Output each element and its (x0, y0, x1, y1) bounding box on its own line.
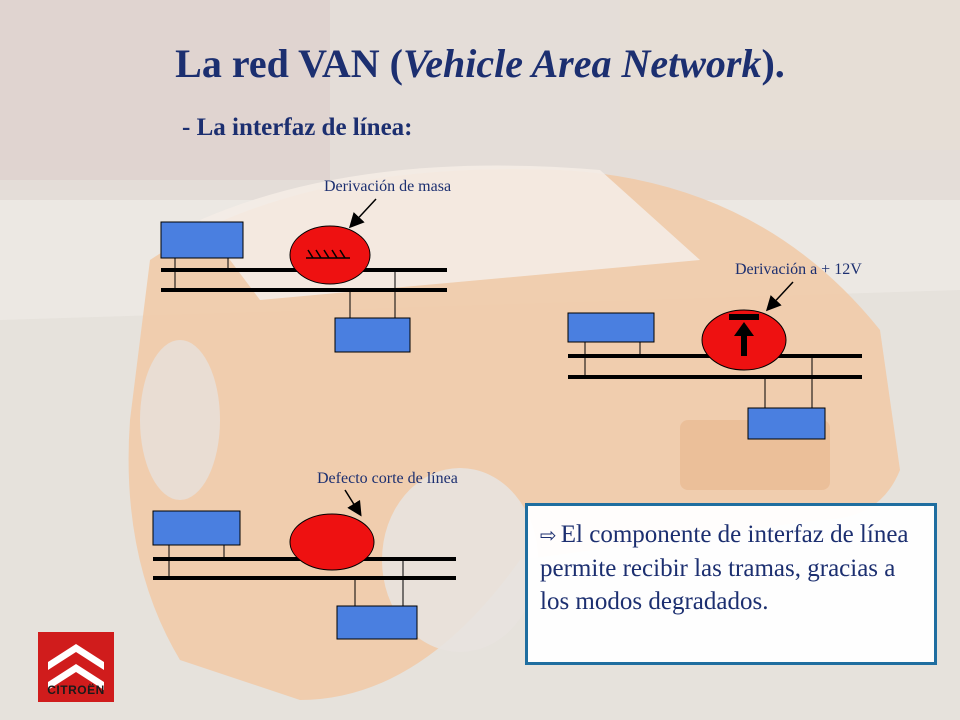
cut-gap (318, 555, 346, 563)
fault-ellipse (289, 225, 371, 285)
page-title: La red VAN (Vehicle Area Network). (175, 41, 785, 86)
module-box (160, 221, 244, 259)
pointer-arrow (765, 281, 794, 312)
module-box (152, 510, 241, 546)
info-text: El componente de interfaz de línea permi… (540, 521, 909, 615)
plus12v-derivation-diagram (567, 281, 862, 440)
supply-symbol-icon (729, 314, 759, 356)
plus12v-derivation-label: Derivación a + 12V (735, 261, 862, 278)
page-subtitle: - La interfaz de línea: (182, 114, 413, 141)
line-cut-label: Defecto corte de línea (317, 470, 458, 487)
fault-ellipse (289, 513, 375, 571)
double-chevron-icon (38, 632, 114, 702)
ground-symbol-icon (306, 249, 350, 259)
ground-derivation-label: Derivación de masa (324, 178, 452, 195)
brand-logo-text: CITROËN (47, 683, 105, 697)
line-cut-diagram (152, 489, 456, 640)
pointer-arrow (348, 198, 377, 229)
arrow-icon: ⇨ (540, 523, 557, 547)
info-box: ⇨El componente de interfaz de línea perm… (525, 503, 937, 665)
ground-derivation-diagram (160, 198, 447, 353)
module-box (747, 407, 826, 440)
module-box (567, 312, 655, 343)
module-box (336, 605, 418, 640)
module-box (334, 317, 411, 353)
pointer-arrow (344, 489, 362, 517)
